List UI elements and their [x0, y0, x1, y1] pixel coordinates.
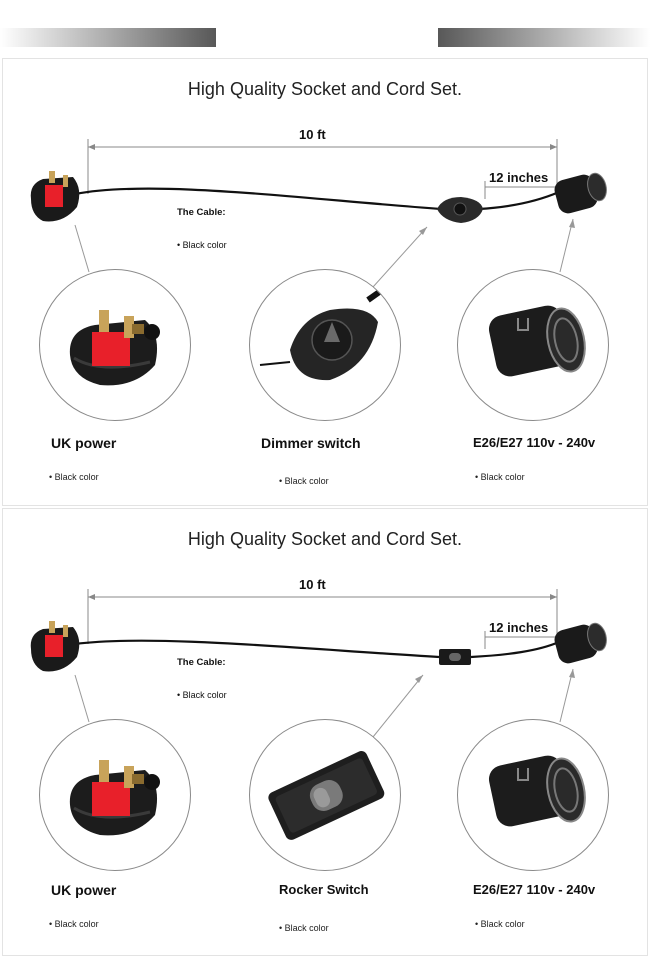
item-label-socket: E26/E27 110v - 240v [473, 882, 596, 897]
cord-diagram [30, 589, 607, 738]
lamp-socket-icon [488, 755, 586, 827]
item-label-rocker-switch: Rocker Switch [279, 882, 369, 897]
product-panel-rocker: High Quality Socket and Cord Set. [2, 508, 648, 956]
length-label: 10 ft [299, 577, 326, 592]
item-bullet-socket: • Black color [475, 919, 525, 929]
uk-plug-detail [39, 719, 191, 871]
lamp-socket-detail [457, 719, 609, 871]
segment-length-label: 12 inches [489, 620, 549, 635]
item-bullet-uk-power: • Black color [49, 472, 99, 482]
item-label-dimmer-switch: Dimmer switch [261, 435, 361, 451]
dimmer-switch-detail [249, 269, 401, 421]
cable-title: The Cable: [177, 207, 226, 218]
dimmer-small-icon [437, 197, 483, 223]
uk-plug-detail [39, 269, 191, 421]
item-label-uk-power: UK power [51, 435, 117, 451]
rocker-switch-detail [249, 719, 401, 871]
item-label-uk-power: UK power [51, 882, 117, 898]
product-panel-dimmer: High Quality Socket and Cord Set. [2, 58, 648, 506]
cable-color-bullet: • Black color [177, 690, 227, 700]
uk-plug-small-icon [30, 171, 80, 222]
socket-small-icon [554, 622, 607, 664]
item-bullet-socket: • Black color [475, 472, 525, 482]
top-gradient-bar-left [0, 28, 216, 47]
uk-plug-small-icon [30, 621, 80, 672]
segment-length-label: 12 inches [489, 170, 549, 185]
lamp-socket-detail [457, 269, 609, 421]
panel-title: High Quality Socket and Cord Set. [187, 79, 463, 99]
cord-diagram [30, 139, 607, 288]
cable-title: The Cable: [177, 657, 226, 668]
uk-plug-icon [69, 760, 160, 836]
uk-plug-icon [69, 310, 160, 386]
cable-color-bullet: • Black color [177, 240, 227, 250]
lamp-socket-icon [488, 305, 586, 377]
length-label: 10 ft [299, 127, 326, 142]
item-bullet-dimmer: • Black color [279, 476, 329, 486]
dimmer-switch-icon [259, 285, 387, 381]
item-bullet-rocker: • Black color [279, 923, 329, 933]
top-gradient-bar-right [438, 28, 650, 47]
rocker-small-icon [439, 649, 471, 665]
panel-title: High Quality Socket and Cord Set. [187, 529, 463, 549]
item-label-socket: E26/E27 110v - 240v [473, 435, 596, 450]
item-bullet-uk-power: • Black color [49, 919, 99, 929]
socket-small-icon [554, 172, 607, 214]
rocker-switch-icon [268, 751, 385, 840]
